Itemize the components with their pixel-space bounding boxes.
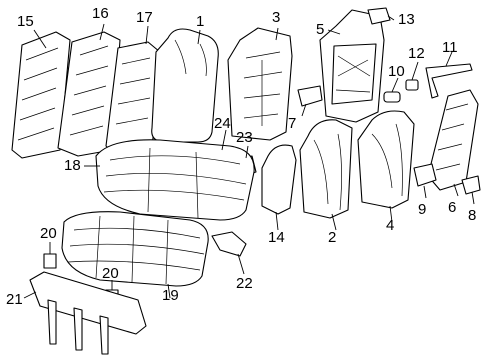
callout-6: 6 bbox=[448, 199, 457, 216]
part-20-fastener-a bbox=[43, 253, 57, 269]
callout-11: 11 bbox=[442, 39, 458, 56]
part-8-clip bbox=[461, 175, 481, 195]
part-7-bracket bbox=[297, 85, 323, 107]
callout-3: 3 bbox=[272, 9, 281, 26]
callout-4: 4 bbox=[386, 217, 395, 234]
part-18-seat-cushion bbox=[95, 139, 255, 221]
callout-23: 23 bbox=[236, 129, 253, 146]
part-9-clip bbox=[413, 163, 437, 187]
callout-20-right: 20 bbox=[102, 265, 119, 282]
callout-5: 5 bbox=[316, 21, 325, 38]
callout-17: 17 bbox=[136, 9, 153, 26]
leader-lines bbox=[23, 15, 475, 299]
callout-12: 12 bbox=[408, 45, 425, 62]
part-19-seat-frame bbox=[61, 211, 209, 287]
callout-18: 18 bbox=[64, 157, 81, 174]
part-1-seat-back bbox=[151, 28, 219, 143]
part-15-back-panel bbox=[11, 31, 71, 159]
callout-7: 7 bbox=[288, 115, 297, 132]
callout-21: 21 bbox=[6, 291, 23, 308]
callout-20-left: 20 bbox=[40, 225, 57, 242]
callout-10: 10 bbox=[388, 63, 405, 80]
callout-22: 22 bbox=[236, 275, 253, 292]
callout-19: 19 bbox=[162, 287, 179, 304]
part-21-lower-rail bbox=[29, 271, 147, 355]
callout-24: 24 bbox=[214, 115, 231, 132]
callout-14: 14 bbox=[268, 229, 285, 246]
part-14-armrest bbox=[261, 144, 297, 215]
part-3-back-frame bbox=[227, 27, 293, 141]
part-12-clip bbox=[405, 79, 419, 91]
callout-13: 13 bbox=[398, 11, 415, 28]
callout-16: 16 bbox=[92, 5, 109, 22]
callout-8: 8 bbox=[468, 207, 477, 224]
part-22-harness bbox=[211, 231, 247, 257]
part-11-rod bbox=[425, 63, 473, 99]
callout-2: 2 bbox=[328, 229, 337, 246]
part-4-back-cushion bbox=[357, 110, 415, 209]
callout-15: 15 bbox=[17, 13, 34, 30]
callout-1: 1 bbox=[196, 13, 205, 30]
part-5-frame bbox=[319, 9, 385, 123]
part-10-clip bbox=[383, 91, 401, 103]
part-6-side-frame bbox=[427, 89, 479, 191]
callout-9: 9 bbox=[418, 201, 427, 218]
part-13-clip bbox=[367, 7, 391, 25]
part-2-back-cushion bbox=[299, 119, 353, 219]
